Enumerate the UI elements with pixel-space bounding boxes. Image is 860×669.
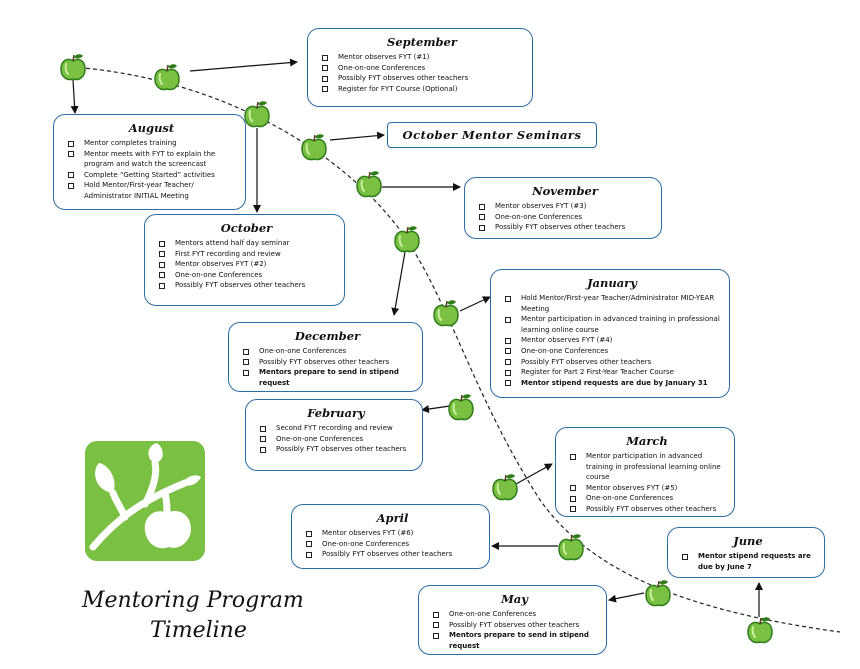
list-item: Mentor observes FYT (#4) — [503, 335, 721, 346]
arrow-to-january — [459, 296, 491, 312]
green-apple-icon — [644, 578, 672, 608]
list-item: Possibly FYT observes other teachers — [568, 504, 726, 515]
list-item: Possibly FYT observes other teachers — [241, 357, 414, 368]
list-item: One-on-one Conferences — [503, 346, 721, 357]
list-item: Possibly FYT observes other teachers — [157, 280, 336, 291]
list-item: Possibly FYT observes other teachers — [431, 620, 598, 631]
list-item: First FYT recording and review — [157, 249, 336, 260]
list-item: One-on-one Conferences — [258, 434, 414, 445]
green-apple-icon — [355, 169, 383, 199]
september-title: September — [387, 35, 457, 49]
arrow-to-october-seminars — [329, 131, 385, 141]
april-title: April — [376, 511, 409, 525]
february-title: February — [307, 406, 365, 420]
list-item: Hold Mentor/First-year Teacher/ Administ… — [66, 180, 237, 201]
list-item: One-on-one Conferences — [304, 539, 481, 550]
list-item: Second FYT recording and review — [258, 423, 414, 434]
green-apple-icon — [557, 532, 585, 562]
october-title: October — [220, 221, 273, 235]
list-item: Mentor observes FYT (#1) — [320, 52, 524, 63]
january-box: January Hold Mentor/First-year Teacher/A… — [490, 269, 730, 398]
november-title: November — [532, 184, 598, 198]
list-item: Hold Mentor/First-year Teacher/Administr… — [503, 293, 721, 314]
january-title: January — [587, 276, 637, 290]
green-apple-icon — [243, 99, 271, 129]
november-box: November Mentor observes FYT (#3) One-on… — [464, 177, 662, 239]
green-apple-icon — [393, 224, 421, 254]
arrow-to-march — [515, 463, 553, 485]
august-box: August Mentor completes training Mentor … — [53, 114, 246, 210]
list-item: Mentors prepare to send in stipend reque… — [431, 630, 598, 651]
list-item: Mentor participation in advanced trainin… — [503, 314, 721, 335]
page-title-line-1: Mentoring Program — [82, 588, 304, 613]
august-title: August — [128, 121, 175, 135]
list-item: Mentor completes training — [66, 138, 237, 149]
october-box: October Mentors attend half day seminar … — [144, 214, 345, 306]
list-item: Mentor meets with FYT to explain the pro… — [66, 149, 237, 170]
green-apple-icon — [447, 392, 475, 422]
list-item: Mentor observes FYT (#5) — [568, 483, 726, 494]
list-item: Mentor observes FYT (#6) — [304, 528, 481, 539]
page-title-line-2: Timeline — [150, 618, 247, 643]
list-item: Mentor stipend requests are due by Janua… — [503, 378, 721, 389]
arrow-to-september — [189, 58, 298, 72]
december-title: December — [294, 329, 361, 343]
march-box: March Mentor participation in advanced t… — [555, 427, 735, 517]
list-item: One-on-one Conferences — [477, 212, 653, 223]
list-item: Mentor participation in advanced trainin… — [568, 451, 726, 483]
apple-branch-logo — [85, 441, 205, 561]
list-item: One-on-one Conferences — [157, 270, 336, 281]
list-item: Mentors attend half day seminar — [157, 238, 336, 249]
october-seminars-title: October Mentor Seminars — [402, 128, 582, 142]
green-apple-icon — [746, 615, 774, 645]
green-apple-icon — [59, 52, 87, 82]
february-box: February Second FYT recording and review… — [245, 399, 423, 471]
may-title: May — [501, 592, 528, 606]
list-item: One-on-one Conferences — [320, 63, 524, 74]
september-box: September Mentor observes FYT (#1) One-o… — [307, 28, 533, 107]
list-item: Register for Part 2 First-Year Teacher C… — [503, 367, 721, 378]
list-item: Mentors prepare to send in stipend reque… — [241, 367, 414, 388]
list-item: Mentor observes FYT (#2) — [157, 259, 336, 270]
march-title: March — [626, 434, 668, 448]
may-box: May One-on-one Conferences Possibly FYT … — [418, 585, 607, 655]
april-box: April Mentor observes FYT (#6) One-on-on… — [291, 504, 490, 569]
list-item: Possibly FYT observes other teachers — [503, 357, 721, 368]
arrow-to-may — [608, 592, 645, 603]
list-item: Mentor stipend requests are due by June … — [680, 551, 816, 572]
list-item: Possibly FYT observes other teachers — [304, 549, 481, 560]
list-item: Possibly FYT observes other teachers — [477, 222, 653, 233]
december-box: December One-on-one Conferences Possibly… — [228, 322, 423, 392]
green-apple-icon — [491, 472, 519, 502]
green-apple-icon — [300, 132, 328, 162]
october-seminars-box: October Mentor Seminars — [387, 122, 597, 148]
list-item: Mentor observes FYT (#3) — [477, 201, 653, 212]
list-item: One-on-one Conferences — [568, 493, 726, 504]
june-box: June Mentor stipend requests are due by … — [667, 527, 825, 578]
list-item: Possibly FYT observes other teachers — [258, 444, 414, 455]
arrow-to-august — [70, 79, 79, 114]
list-item: One-on-one Conferences — [241, 346, 414, 357]
list-item: Register for FYT Course (Optional) — [320, 84, 524, 95]
list-item: Possibly FYT observes other teachers — [320, 73, 524, 84]
green-apple-icon — [153, 62, 181, 92]
june-title: June — [733, 534, 763, 548]
arrow-to-february — [421, 405, 451, 413]
green-apple-icon — [432, 298, 460, 328]
list-item: One-on-one Conferences — [431, 609, 598, 620]
arrow-to-december — [391, 251, 406, 316]
list-item: Complete “Getting Started” activities — [66, 170, 237, 181]
